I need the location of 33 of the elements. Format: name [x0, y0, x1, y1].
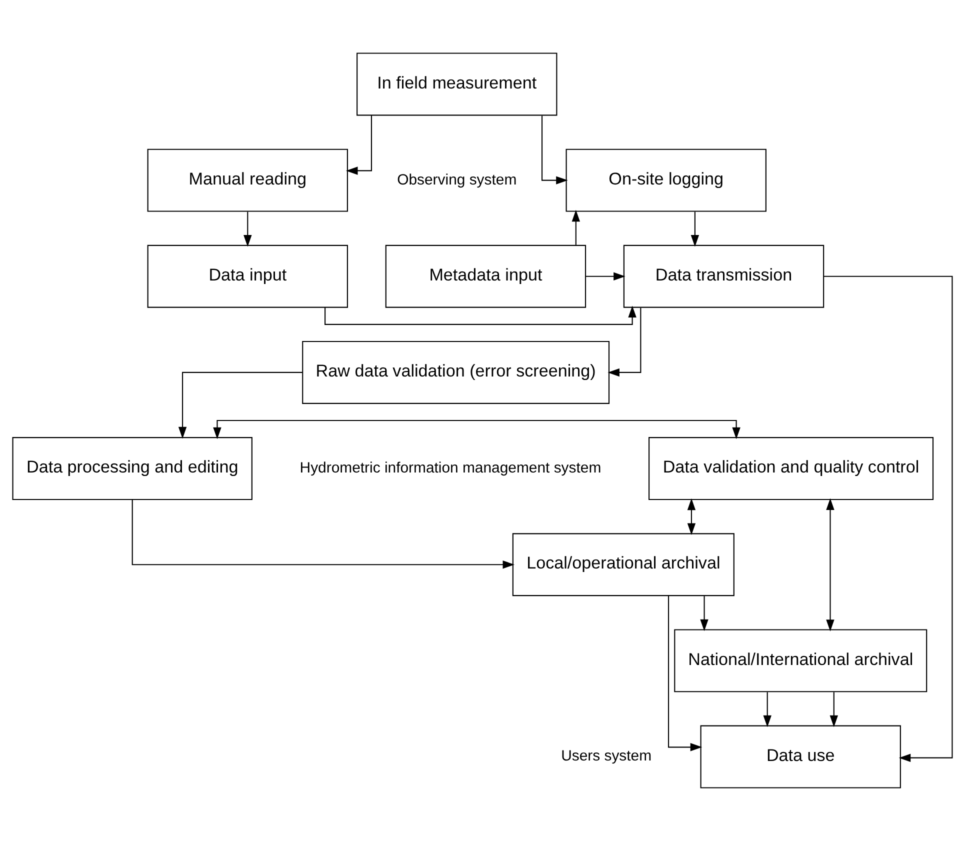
arrow [826, 498, 834, 632]
arrow [608, 308, 642, 377]
arrow [586, 272, 626, 280]
arrow [132, 500, 515, 569]
arrow [178, 372, 302, 439]
arrow [830, 692, 838, 728]
arrow [700, 596, 708, 632]
node-box: Data processing and editing [12, 437, 252, 500]
node-box: Metadata input [385, 244, 586, 308]
arrow [541, 116, 568, 184]
arrow [346, 115, 372, 175]
node-box: Data validation and quality control [648, 437, 934, 500]
arrow [668, 596, 702, 752]
node-box: Manual reading [147, 148, 348, 212]
node-box: On-site logging [566, 148, 766, 212]
node-box: In field measurement [356, 52, 558, 116]
node-box: Data use [700, 725, 901, 788]
arrow [244, 212, 252, 247]
arrow [824, 276, 953, 762]
node-box: Raw data validation (error screening) [302, 340, 610, 404]
label: Users system [561, 748, 652, 765]
arrow [324, 306, 636, 325]
arrow [687, 498, 696, 536]
arrow [213, 420, 740, 440]
arrow [572, 210, 580, 245]
node-box: Local/operational archival [512, 533, 734, 596]
node-box: Data input [147, 244, 348, 308]
label: Observing system [397, 171, 517, 188]
node-box: National/International archival [674, 629, 928, 692]
node-box: Data transmission [623, 244, 824, 308]
arrow [690, 212, 700, 247]
arrow [763, 692, 772, 728]
label: Hydrometric information management system [300, 459, 602, 476]
